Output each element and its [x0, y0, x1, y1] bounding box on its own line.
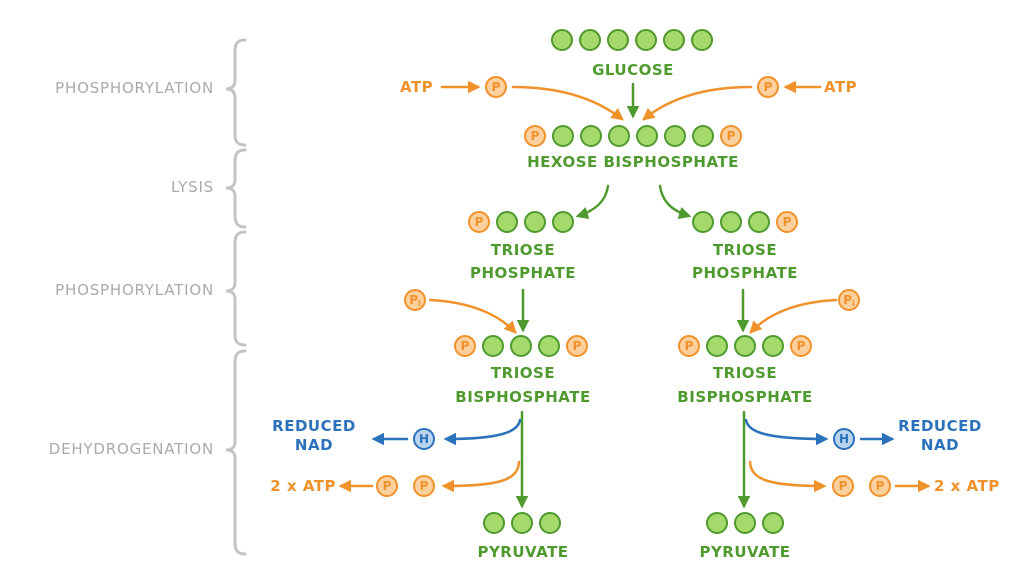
label-triose-phosphate-left-1: TRIOSE: [490, 241, 556, 259]
label-atp-input-right: ATP: [824, 78, 858, 96]
triose-phosphate-right-carbon-node: [720, 211, 742, 233]
brace-phosphorylation-2: [225, 230, 247, 347]
glucose-carbon-node: [607, 29, 629, 51]
arrow-pi-left: [428, 298, 517, 334]
arrow-h-out-left: [443, 418, 522, 446]
hydrogen-left: H: [413, 428, 435, 450]
stage-phosphorylation-2: PHOSPHORYLATION: [55, 281, 214, 299]
stage-dehydrogenation: DEHYDROGENATION: [48, 440, 214, 458]
pyruvate-right-carbon-node: [762, 512, 784, 534]
triose-bisphosphate-right-carbon-node: [762, 335, 784, 357]
label-reduced-nad-right: REDUCED NAD: [898, 417, 982, 455]
triose-bisphosphate-left-phosphate-node: P: [454, 335, 476, 357]
hexose-bisphosphate-carbon-node: [608, 125, 630, 147]
inorganic-phosphate-right: Pi: [838, 289, 860, 311]
hexose-bisphosphate-carbon-node: [580, 125, 602, 147]
triose-bisphosphate-left-carbon-node: [510, 335, 532, 357]
label-triose-bisphosphate-right-2: BISPHOSPHATE: [677, 388, 813, 406]
hydrogen-right: H: [833, 428, 855, 450]
label-triose-phosphate-right-2: PHOSPHATE: [691, 264, 799, 282]
label-reduced-nad-right-1: REDUCED: [898, 417, 982, 435]
label-pyruvate-right: PYRUVATE: [699, 543, 791, 561]
triose-bisphosphate-right-phosphate-node: P: [790, 335, 812, 357]
label-reduced-nad-left-2: NAD: [294, 435, 334, 454]
triose-bisphosphate-right-phosphate-node: P: [678, 335, 700, 357]
hexose-bisphosphate-carbon-node: [664, 125, 686, 147]
pyruvate-left-carbon-node: [511, 512, 533, 534]
hexose-bisphosphate-phosphate-node: P: [720, 125, 742, 147]
label-reduced-nad-left-1: REDUCED: [272, 417, 356, 435]
label-pyruvate-left: PYRUVATE: [477, 543, 569, 561]
glucose-carbon-node: [663, 29, 685, 51]
inorganic-phosphate-left: Pi: [404, 289, 426, 311]
atp-phosphate-right-1: P: [832, 475, 854, 497]
triose-phosphate-left-carbon-node: [496, 211, 518, 233]
triose-bisphosphate-left-carbon-node: [482, 335, 504, 357]
arrow-hexose-to-triose-right: [658, 184, 692, 219]
arrow-pi-right: [749, 298, 838, 334]
arrow-atp-out-right: [748, 460, 827, 493]
glucose-carbon-node: [635, 29, 657, 51]
label-triose-bisphosphate-left-2: BISPHOSPHATE: [455, 388, 591, 406]
label-glucose: GLUCOSE: [592, 61, 674, 79]
arrow-atp-out-left: [441, 460, 521, 493]
pyruvate-right-carbon-node: [734, 512, 756, 534]
triose-phosphate-right-phosphate-node: P: [776, 211, 798, 233]
pyruvate-left-carbon-node: [483, 512, 505, 534]
glucose-carbon-node: [551, 29, 573, 51]
pyruvate-right-carbon-node: [706, 512, 728, 534]
phosphate-input-right: P: [757, 76, 779, 98]
stage-phosphorylation-1: PHOSPHORYLATION: [55, 79, 214, 97]
atp-phosphate-left-2: P: [413, 475, 435, 497]
triose-phosphate-right-carbon-node: [692, 211, 714, 233]
label-triose-phosphate-left-2: PHOSPHATE: [469, 264, 577, 282]
triose-phosphate-right-carbon-node: [748, 211, 770, 233]
atp-phosphate-left-1: P: [376, 475, 398, 497]
stage-lysis: LYSIS: [171, 178, 214, 196]
pyruvate-left-carbon-node: [539, 512, 561, 534]
triose-bisphosphate-left-phosphate-node: P: [566, 335, 588, 357]
label-2atp-output-right: 2 x ATP: [934, 477, 1000, 495]
label-reduced-nad-left: REDUCED NAD: [272, 417, 356, 455]
triose-bisphosphate-right-carbon-node: [706, 335, 728, 357]
hexose-bisphosphate-carbon-node: [692, 125, 714, 147]
arrow-p-to-glucose-right: [642, 85, 753, 121]
hexose-bisphosphate-phosphate-node: P: [524, 125, 546, 147]
brace-lysis: [225, 148, 247, 229]
label-triose-bisphosphate-left-1: TRIOSE: [490, 364, 556, 382]
label-2atp-output-left: 2 x ATP: [270, 477, 336, 495]
label-triose-bisphosphate-right-1: TRIOSE: [712, 364, 778, 382]
brace-dehydrogenation: [225, 349, 247, 556]
arrow-h-out-right: [744, 418, 829, 446]
label-hexose-bisphosphate: HEXOSE BISPHOSPHATE: [527, 153, 739, 171]
label-triose-phosphate-right-1: TRIOSE: [712, 241, 778, 259]
glucose-carbon-node: [579, 29, 601, 51]
atp-phosphate-right-2: P: [869, 475, 891, 497]
arrow-hexose-to-triose-left: [575, 184, 610, 219]
hexose-bisphosphate-carbon-node: [636, 125, 658, 147]
triose-phosphate-left-carbon-node: [524, 211, 546, 233]
brace-phosphorylation-1: [225, 38, 247, 147]
triose-bisphosphate-left-carbon-node: [538, 335, 560, 357]
triose-phosphate-left-phosphate-node: P: [468, 211, 490, 233]
label-atp-input-left: ATP: [400, 78, 434, 96]
phosphate-input-left: P: [485, 76, 507, 98]
triose-bisphosphate-right-carbon-node: [734, 335, 756, 357]
arrow-p-to-glucose-left: [511, 85, 624, 121]
hexose-bisphosphate-carbon-node: [552, 125, 574, 147]
glucose-carbon-node: [691, 29, 713, 51]
triose-phosphate-left-carbon-node: [552, 211, 574, 233]
label-reduced-nad-right-2: NAD: [920, 435, 960, 454]
